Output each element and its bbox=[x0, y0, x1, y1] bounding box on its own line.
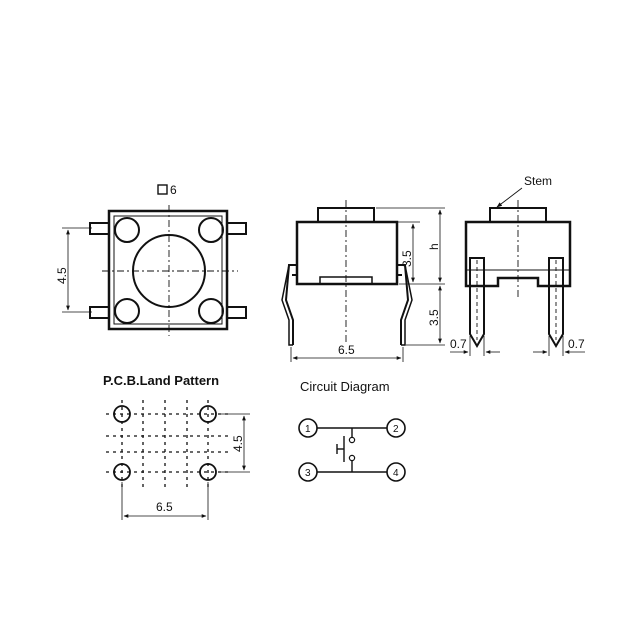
pcb-land-pattern: P.C.B.Land Pattern 4.5 6.5 bbox=[103, 373, 250, 520]
side-lead-left bbox=[469, 257, 485, 348]
square-symbol-icon bbox=[157, 184, 168, 195]
stem-label: Stem bbox=[524, 174, 552, 188]
front-h-label: h bbox=[427, 243, 441, 250]
side-body bbox=[464, 220, 572, 288]
lead-top-right bbox=[226, 222, 247, 235]
top-size-label: 6 bbox=[170, 183, 177, 197]
front-height-bottom-label: 3.5 bbox=[427, 309, 441, 326]
pin-1-label: 1 bbox=[305, 424, 311, 435]
pcb-height-label: 4.5 bbox=[231, 435, 245, 452]
switch-body-outline bbox=[107, 209, 229, 331]
side-view: Stem 0.7 0.7 bbox=[450, 174, 585, 356]
front-body bbox=[295, 220, 399, 286]
top-width-label: 4.5 bbox=[55, 267, 69, 284]
front-leg-left bbox=[284, 264, 297, 345]
front-span-label: 6.5 bbox=[338, 343, 355, 357]
circuit-caption: Circuit Diagram bbox=[300, 379, 390, 394]
pad-1 bbox=[113, 405, 131, 423]
side-lead-right-label: 0.7 bbox=[568, 337, 585, 351]
top-view: 6 4.5 bbox=[55, 183, 247, 336]
stem-leader bbox=[496, 187, 523, 208]
front-view: 3.5 h 3.5 6.5 bbox=[281, 200, 445, 362]
lead-top-left bbox=[89, 222, 110, 235]
pin-2-label: 2 bbox=[393, 424, 399, 435]
pad-4 bbox=[199, 463, 217, 481]
pin-4-label: 4 bbox=[393, 468, 399, 479]
pad-2 bbox=[199, 405, 217, 423]
side-lead-right bbox=[548, 257, 564, 348]
front-leg-right bbox=[397, 264, 410, 345]
pcb-caption: P.C.B.Land Pattern bbox=[103, 373, 219, 388]
pcb-width-label: 6.5 bbox=[156, 500, 173, 514]
circuit-diagram: Circuit Diagram 1 2 3 4 bbox=[298, 379, 406, 482]
switch-contact-top bbox=[348, 436, 356, 444]
front-height-top-label: 3.5 bbox=[400, 250, 414, 267]
side-lead-left-label: 0.7 bbox=[450, 337, 467, 351]
pin-3-label: 3 bbox=[305, 468, 311, 479]
switch-contact-bottom bbox=[348, 454, 356, 462]
lead-bottom-left bbox=[89, 306, 110, 319]
lead-bottom-right bbox=[226, 306, 247, 319]
pad-3 bbox=[113, 463, 131, 481]
